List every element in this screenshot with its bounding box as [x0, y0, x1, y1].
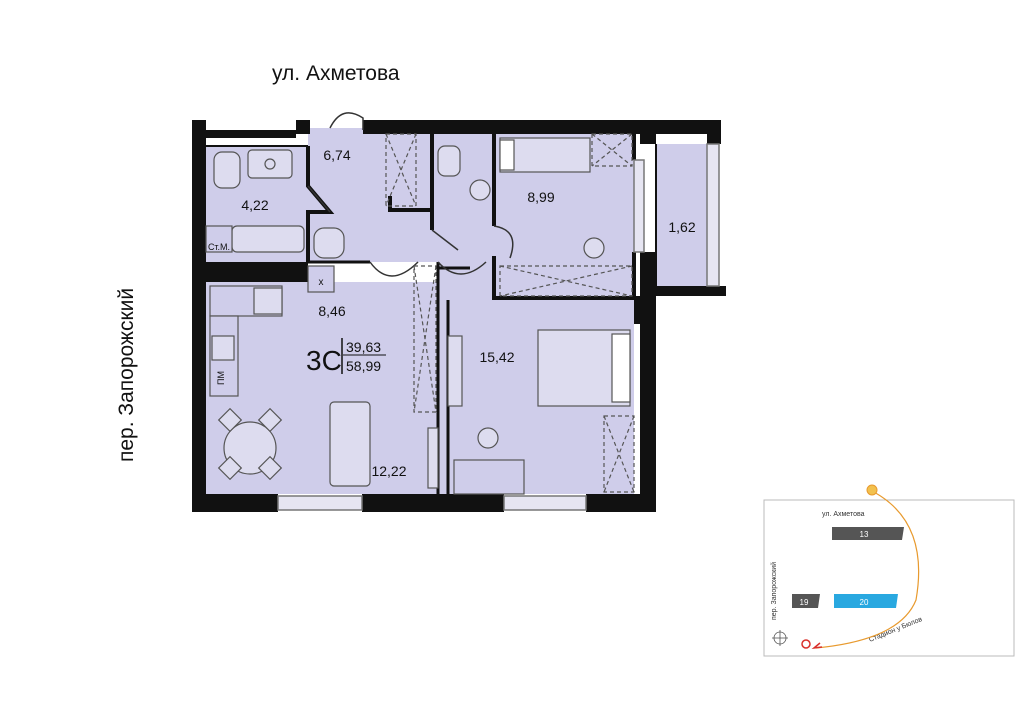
area-bedroom-small: 8,99: [527, 189, 554, 205]
room-labels: 4,22 6,74 8,99 1,62 8,46 12,22 15,42 Ст.…: [208, 147, 696, 479]
door-bedroom-large: [437, 261, 487, 275]
window-bedroom-small: [633, 159, 645, 253]
wall-bottom-c: [586, 494, 656, 512]
door-kitchen: [369, 261, 419, 277]
walls: [192, 120, 726, 512]
minimap-building-13: 13: [832, 527, 904, 540]
wall-top-right: [707, 120, 721, 144]
sunset-icon: [801, 639, 811, 649]
window-bedroom: [503, 495, 587, 511]
windows: [277, 143, 720, 511]
bathroom-sink: [247, 149, 293, 179]
bed-small: [499, 137, 591, 173]
tv-stand: [427, 427, 439, 489]
wardrobes: [385, 133, 635, 493]
room-fills: [206, 128, 718, 494]
wall-left: [192, 120, 206, 512]
sun-path: [815, 489, 920, 649]
wall-right-low: [640, 324, 656, 512]
dining-table: [223, 421, 277, 475]
minimap-street-left: пер. Запорожский: [770, 562, 778, 620]
stove: [253, 287, 283, 315]
area-hall: 6,74: [323, 147, 350, 163]
bathroom-toilet: [213, 151, 241, 189]
window-living: [277, 495, 363, 511]
window-balcony: [706, 143, 720, 287]
wall-bottom-a: [192, 494, 278, 512]
svg-text:13: 13: [860, 530, 869, 539]
vent-shaft: [307, 265, 335, 293]
bathtub: [231, 225, 305, 253]
kitchen-sink: [211, 335, 235, 361]
area-kitchen: 8,46: [318, 303, 345, 319]
washing-machine: [205, 225, 233, 253]
bedroom-table: [453, 459, 525, 495]
toilet-sink: [469, 179, 491, 201]
label-vent: x: [319, 277, 324, 288]
wall-corner-tl: [192, 120, 206, 134]
area-living-zone: 12,22: [371, 463, 406, 479]
minimap-frame: [763, 499, 1015, 657]
area-balcony: 1,62: [668, 219, 695, 235]
wall-balcony-bottom: [656, 286, 726, 296]
furniture: [205, 137, 631, 495]
minimap-building-20: 20: [834, 594, 898, 608]
site-minimap: ул. Ахметова пер. Запорожский Стадион у …: [763, 484, 1015, 657]
chair-small: [583, 237, 605, 259]
wall-right-b: [634, 296, 656, 324]
label-dishwasher: ПМ: [216, 371, 226, 385]
entry-door: [329, 112, 364, 130]
street-label-top: ул. Ахметова: [272, 62, 400, 85]
door-bedroom-small: [493, 225, 514, 259]
bedroom-desk: [447, 335, 463, 407]
minimap-street-top: ул. Ахметова: [822, 511, 865, 518]
wall-bath-kitchen: [206, 262, 308, 282]
label-washing-machine: Ст.М.: [208, 242, 230, 252]
total-area: 58,99: [346, 358, 381, 374]
compass-icon: [772, 630, 788, 646]
minimap-building-19: 19: [792, 594, 820, 608]
area-bedroom-large: 15,42: [479, 349, 514, 365]
hall-fill: [308, 128, 432, 262]
wall-top-b: [363, 120, 721, 134]
wall-top-a: [206, 130, 296, 138]
wall-bottom-b: [362, 494, 504, 512]
living-area: 39,63: [346, 339, 381, 355]
door-toilet: [431, 229, 459, 251]
sofa: [329, 401, 371, 487]
apartment-type: 3С: [306, 345, 342, 376]
door-bathroom: [307, 185, 331, 213]
apartment-badge: 3С 39,63 58,99: [306, 338, 386, 376]
hall-chair: [313, 227, 345, 259]
area-bathroom: 4,22: [241, 197, 268, 213]
svg-text:20: 20: [860, 598, 869, 607]
wall-balcony-top: [640, 134, 656, 144]
svg-text:19: 19: [800, 598, 809, 607]
doors: [307, 112, 514, 277]
bedroom-chair: [477, 427, 499, 449]
wall-stub-a: [296, 120, 310, 134]
arrow-icon: [811, 642, 823, 650]
sun-icon: [866, 484, 878, 496]
toilet: [437, 145, 461, 177]
